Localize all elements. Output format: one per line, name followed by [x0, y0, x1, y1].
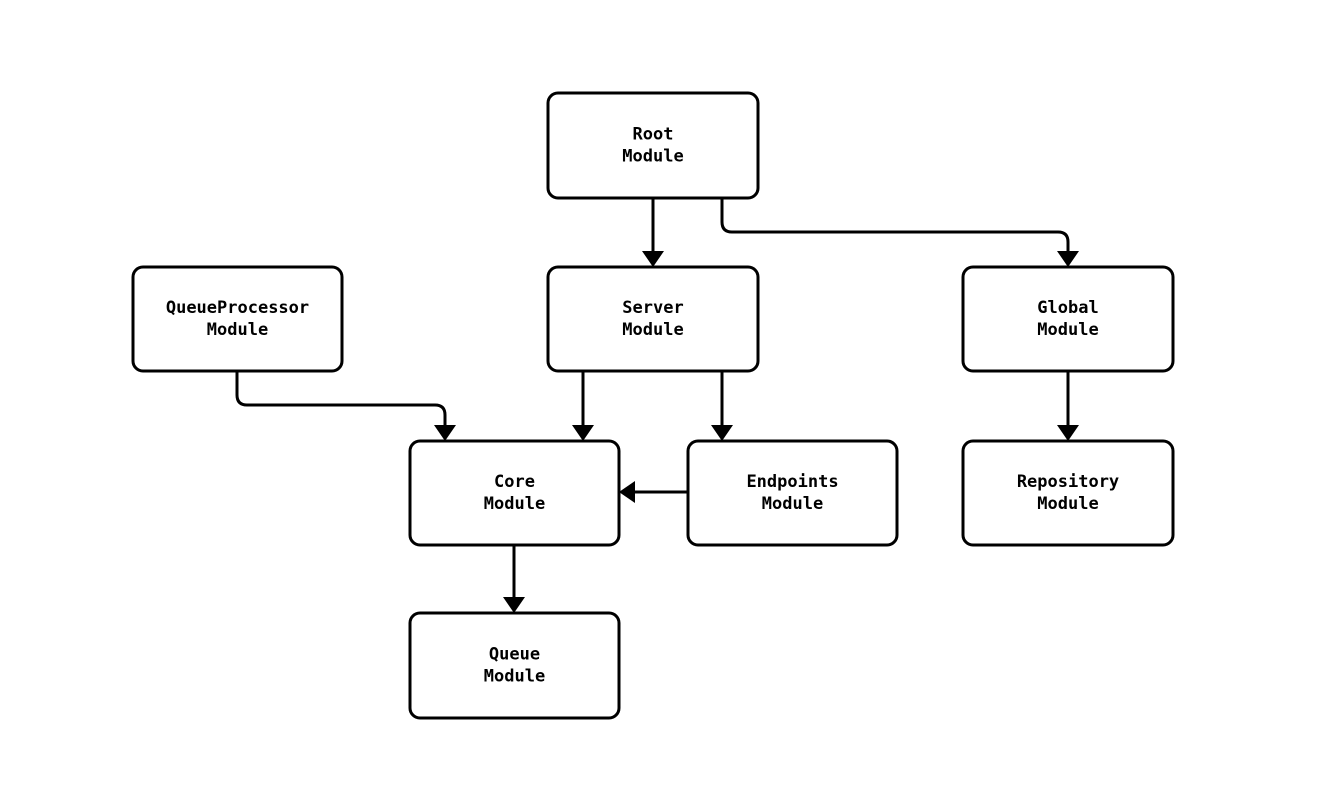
- node-label-line1: Root: [633, 125, 674, 145]
- node-label-line1: Server: [622, 298, 683, 318]
- node-label-line2: Module: [484, 667, 545, 687]
- edge-server-to-core: [572, 371, 594, 441]
- arrow-head-icon: [572, 425, 594, 441]
- arrow-head-icon: [1057, 425, 1079, 441]
- node-box[interactable]: [546, 91, 760, 200]
- nodes-layer: RootModuleQueueProcessorModuleServerModu…: [131, 91, 1175, 720]
- node-label-line2: Module: [1037, 494, 1098, 514]
- edge-core-to-queue: [503, 545, 525, 613]
- node-label-line1: QueueProcessor: [166, 298, 309, 318]
- arrow-head-icon: [642, 251, 664, 267]
- edge-line: [235, 371, 447, 432]
- edge-endpoints-to-core: [619, 481, 688, 503]
- node-label-line2: Module: [622, 320, 683, 340]
- node-box[interactable]: [408, 439, 621, 547]
- node-box[interactable]: [546, 265, 760, 373]
- node-label-line1: Queue: [489, 645, 540, 665]
- edge-root-to-global: [720, 198, 1079, 267]
- arrow-head-icon: [503, 597, 525, 613]
- edge-server-to-endpoints: [711, 371, 733, 441]
- node-label-line2: Module: [207, 320, 268, 340]
- node-label-line2: Module: [484, 494, 545, 514]
- node-box[interactable]: [131, 265, 344, 373]
- edge-global-to-repository: [1057, 371, 1079, 441]
- arrow-head-icon: [619, 481, 635, 503]
- node-label-line2: Module: [622, 147, 683, 167]
- node-box[interactable]: [686, 439, 899, 547]
- node-label-line1: Core: [494, 472, 535, 492]
- arrow-head-icon: [434, 425, 456, 441]
- node-label-line1: Repository: [1017, 472, 1119, 492]
- node-box[interactable]: [961, 439, 1175, 547]
- arrow-head-icon: [711, 425, 733, 441]
- edge-queueprocessor-to-core: [235, 371, 456, 441]
- edges-layer: [235, 198, 1079, 613]
- node-label-line1: Endpoints: [746, 472, 838, 492]
- edge-root-to-server: [642, 198, 664, 267]
- node-label-line1: Global: [1037, 298, 1098, 318]
- node-box[interactable]: [408, 611, 621, 720]
- edge-line: [720, 198, 1070, 258]
- node-label-line2: Module: [1037, 320, 1098, 340]
- arrow-head-icon: [1057, 251, 1079, 267]
- node-box[interactable]: [961, 265, 1175, 373]
- node-label-line2: Module: [762, 494, 823, 514]
